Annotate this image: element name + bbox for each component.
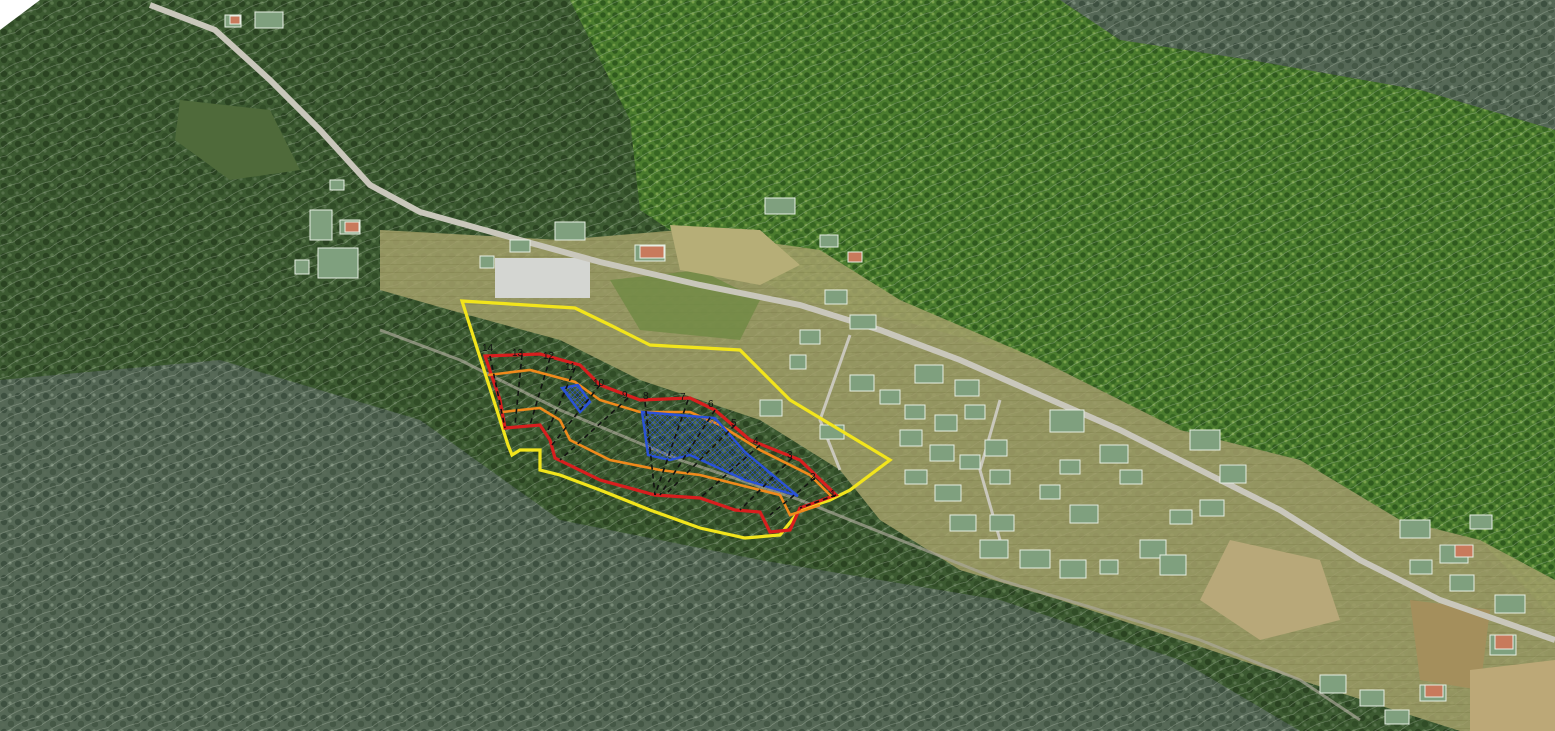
section-label-13: 13 xyxy=(512,348,524,359)
orchard xyxy=(175,100,300,180)
section-label-12: 12 xyxy=(543,351,555,362)
section-line-8 xyxy=(644,401,656,496)
blue-zone-large xyxy=(640,410,799,498)
buildings xyxy=(224,11,1526,725)
section-line-1 xyxy=(799,494,837,509)
section-line-14 xyxy=(489,355,506,429)
main-road xyxy=(148,2,1555,643)
section-label-9: 9 xyxy=(622,390,628,401)
section-line-9 xyxy=(559,397,629,461)
section-line-13 xyxy=(514,354,523,426)
section-lines xyxy=(489,354,837,516)
section-line-12 xyxy=(529,357,551,426)
field-plot xyxy=(1200,540,1340,640)
section-line-7 xyxy=(654,399,689,496)
side-road xyxy=(818,334,852,471)
section-label-8: 8 xyxy=(643,391,649,402)
section-label-1: 1 xyxy=(830,489,836,500)
field-plot xyxy=(670,225,800,285)
field-plot xyxy=(1410,600,1490,690)
section-label-7: 7 xyxy=(680,392,686,403)
greenhouse xyxy=(495,258,590,298)
section-label-6: 6 xyxy=(708,399,714,410)
orange-upper-boundary xyxy=(487,368,833,498)
section-label-5: 5 xyxy=(731,418,737,429)
red-roof-buildings xyxy=(229,15,1514,698)
section-line-2 xyxy=(769,477,816,516)
section-line-4 xyxy=(699,444,761,499)
field-plot xyxy=(1470,660,1555,731)
section-line-11 xyxy=(547,367,576,431)
section-line-5 xyxy=(664,424,736,496)
section-label-4: 4 xyxy=(753,436,759,447)
outer-hazard-boundary xyxy=(459,299,893,540)
section-label-2: 2 xyxy=(810,472,816,483)
section-line-10 xyxy=(551,384,601,446)
section-label-11: 11 xyxy=(565,362,576,373)
section-line-3 xyxy=(739,457,793,511)
section-line-6 xyxy=(659,409,716,496)
image-corner xyxy=(0,0,40,30)
blue-zone-small xyxy=(559,383,592,414)
section-label-3: 3 xyxy=(787,450,793,461)
orange-lower-boundary xyxy=(501,406,821,517)
section-label-10: 10 xyxy=(593,378,605,389)
section-label-14: 14 xyxy=(482,343,494,354)
section-labels: 1 2 3 4 5 6 7 8 9 10 11 12 13 14 xyxy=(482,343,836,500)
